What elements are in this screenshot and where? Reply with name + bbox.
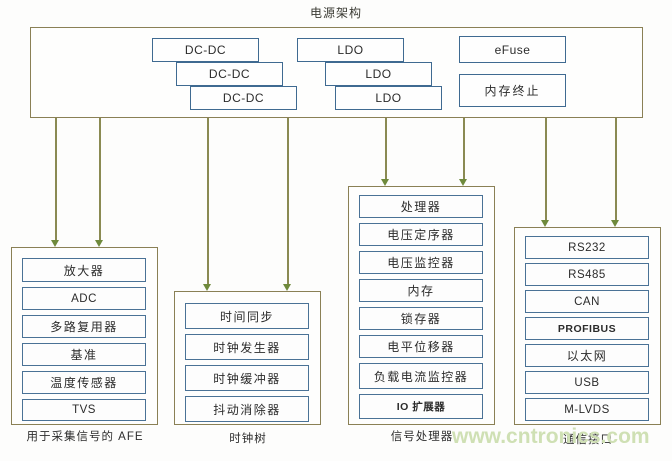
sigproc-block-voltage-sequencer[interactable]: 电压定序器 <box>359 223 483 246</box>
afe-block-amplifier[interactable]: 放大器 <box>22 258 146 282</box>
connector-line-comm-1 <box>545 118 547 222</box>
comm-block-mlvds[interactable]: M-LVDS <box>525 398 649 421</box>
page-title: 电源架构 <box>309 6 362 20</box>
clock-block-clock-generator[interactable]: 时钟发生器 <box>185 334 309 360</box>
power-block-dcdc-1[interactable]: DC-DC <box>152 38 259 62</box>
power-block-ldo-3[interactable]: LDO <box>335 86 442 110</box>
comm-block-rs485[interactable]: RS485 <box>525 263 649 286</box>
comm-block-profibus[interactable]: PROFIBUS <box>525 317 649 340</box>
arrowhead-sigproc-1 <box>381 179 389 186</box>
sigproc-block-processor[interactable]: 处理器 <box>359 195 483 218</box>
arrowhead-clock-1 <box>203 284 211 291</box>
power-block-ldo-2[interactable]: LDO <box>325 62 432 86</box>
arrowhead-sigproc-2 <box>459 179 467 186</box>
power-block-memory-termination[interactable]: 内存终止 <box>459 74 566 107</box>
afe-caption: 用于采集信号的 AFE <box>26 431 144 443</box>
arrowhead-clock-2 <box>283 284 291 291</box>
sigproc-block-load-current-monitor[interactable]: 负载电流监控器 <box>359 363 483 389</box>
power-block-dcdc-2[interactable]: DC-DC <box>176 62 283 86</box>
afe-block-adc[interactable]: ADC <box>22 287 146 310</box>
afe-block-reference[interactable]: 基准 <box>22 343 146 366</box>
arrowhead-afe-2 <box>95 240 103 247</box>
comm-block-ethernet[interactable]: 以太网 <box>525 344 649 367</box>
clock-block-jitter-cleaner[interactable]: 抖动消除器 <box>185 396 309 422</box>
power-block-dcdc-3[interactable]: DC-DC <box>190 86 297 110</box>
sigproc-block-memory[interactable]: 内存 <box>359 279 483 302</box>
sigproc-block-level-shifter[interactable]: 电平位移器 <box>359 335 483 358</box>
signal-processor-caption: 信号处理器 <box>390 431 454 443</box>
connector-line-sigproc-1 <box>385 118 387 181</box>
connector-line-sigproc-2 <box>463 118 465 181</box>
signal-processor-container <box>348 186 495 425</box>
comm-block-usb[interactable]: USB <box>525 371 649 394</box>
arrowhead-comm-2 <box>611 220 619 227</box>
sigproc-block-voltage-monitor[interactable]: 电压监控器 <box>359 251 483 274</box>
afe-block-temperature-sensor[interactable]: 温度传感器 <box>22 371 146 394</box>
afe-block-multiplexer[interactable]: 多路复用器 <box>22 315 146 338</box>
sigproc-block-io-expander[interactable]: IO 扩展器 <box>359 394 483 419</box>
afe-block-tvs[interactable]: TVS <box>22 399 146 421</box>
connector-line-afe-1 <box>55 118 57 242</box>
comm-block-can[interactable]: CAN <box>525 290 649 313</box>
connector-line-clock-2 <box>287 118 289 286</box>
arrowhead-afe-1 <box>51 240 59 247</box>
connector-line-comm-2 <box>615 118 617 222</box>
connector-line-clock-1 <box>207 118 209 286</box>
comm-block-rs232[interactable]: RS232 <box>525 236 649 259</box>
comm-interface-caption: 通信接口 <box>563 434 613 446</box>
power-block-ldo-1[interactable]: LDO <box>297 38 404 62</box>
clock-block-time-sync[interactable]: 时间同步 <box>185 303 309 329</box>
clock-tree-caption: 时钟树 <box>229 433 267 445</box>
connector-line-afe-2 <box>99 118 101 242</box>
arrowhead-comm-1 <box>541 220 549 227</box>
sigproc-block-latch[interactable]: 锁存器 <box>359 307 483 330</box>
clock-block-clock-buffer[interactable]: 时钟缓冲器 <box>185 365 309 391</box>
power-block-efuse[interactable]: eFuse <box>459 36 566 63</box>
